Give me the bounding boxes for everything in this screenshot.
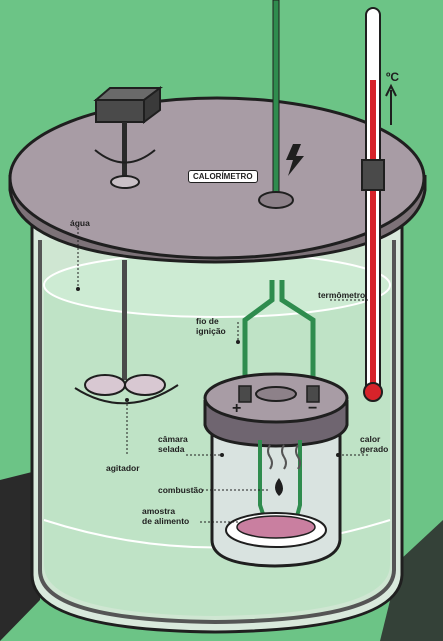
label-fio-ignicao: fio de ignição — [196, 316, 226, 336]
heat-waves-icon — [267, 444, 301, 470]
terminal-right — [306, 385, 320, 403]
label-calor-gerado: calor gerado — [360, 434, 389, 454]
terminal-left — [238, 385, 252, 403]
wire-left — [242, 280, 275, 390]
rotation-arrow-top — [94, 149, 156, 164]
stirrer-shaft — [122, 260, 127, 380]
lightning-icon — [286, 144, 304, 176]
stirrer-collar — [110, 175, 140, 189]
wire-right — [279, 280, 316, 390]
celsius-unit: ºC — [386, 70, 400, 84]
calorimeter-title: CALORÍMETRO — [188, 170, 258, 183]
label-agua: água — [70, 218, 90, 228]
floor-shadow — [0, 470, 40, 641]
minus-sign: − — [308, 400, 318, 417]
stirrer-shaft-top — [122, 122, 127, 177]
ignition-rod — [272, 0, 280, 201]
stirrer-motor-side — [95, 99, 145, 123]
rotation-arrow-bottom — [74, 384, 179, 405]
stirrer-motor-end — [143, 86, 161, 124]
label-combustao: combustão — [158, 485, 204, 495]
thermometer-bulb — [363, 382, 383, 402]
flame-icon — [275, 478, 283, 496]
plus-sign: + — [232, 400, 242, 417]
leader-lines — [77, 228, 368, 523]
food-sample — [236, 515, 316, 539]
label-termometro: termômetro — [318, 290, 366, 300]
floor-shadow-right — [380, 520, 443, 641]
temperature-arrow — [385, 83, 397, 125]
ignition-post — [258, 191, 294, 209]
label-camara-selada: câmara selada — [158, 434, 188, 454]
stirrer-blade-left — [84, 374, 126, 396]
stirrer-blade-right — [124, 374, 166, 396]
thermometer-collar — [361, 159, 385, 191]
thermometer-mercury — [370, 80, 376, 385]
chamber-lid-knob — [255, 386, 297, 402]
label-agitador: agitador — [106, 463, 140, 473]
label-amostra: amostra de alimento — [142, 506, 190, 526]
